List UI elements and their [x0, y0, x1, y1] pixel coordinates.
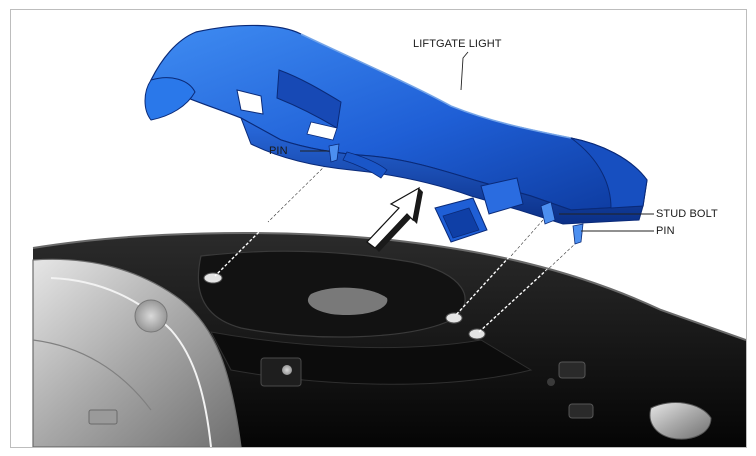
- leader-lines: [300, 51, 654, 232]
- pin-hole-right: [468, 328, 486, 340]
- pin-left-part: [328, 143, 340, 163]
- pin-hole-left: [203, 272, 223, 284]
- pin-right-part: [572, 223, 584, 245]
- diagram-frame: LIFTGATE LIGHT PIN STUD BOLT PIN: [10, 9, 747, 448]
- liftgate-light: [144, 24, 648, 245]
- up-arrow-icon: [366, 186, 423, 252]
- callout-pin-left: PIN: [269, 145, 288, 157]
- callout-stud-bolt: STUD BOLT: [656, 208, 718, 220]
- callout-liftgate-light: LIFTGATE LIGHT: [413, 38, 502, 50]
- tail-lamp-housing: [32, 258, 242, 447]
- stud-bolt-hole: [445, 312, 463, 324]
- callout-pin-right: PIN: [656, 225, 675, 237]
- stud-bolt-part: [540, 201, 556, 225]
- illustration: [32, 24, 746, 447]
